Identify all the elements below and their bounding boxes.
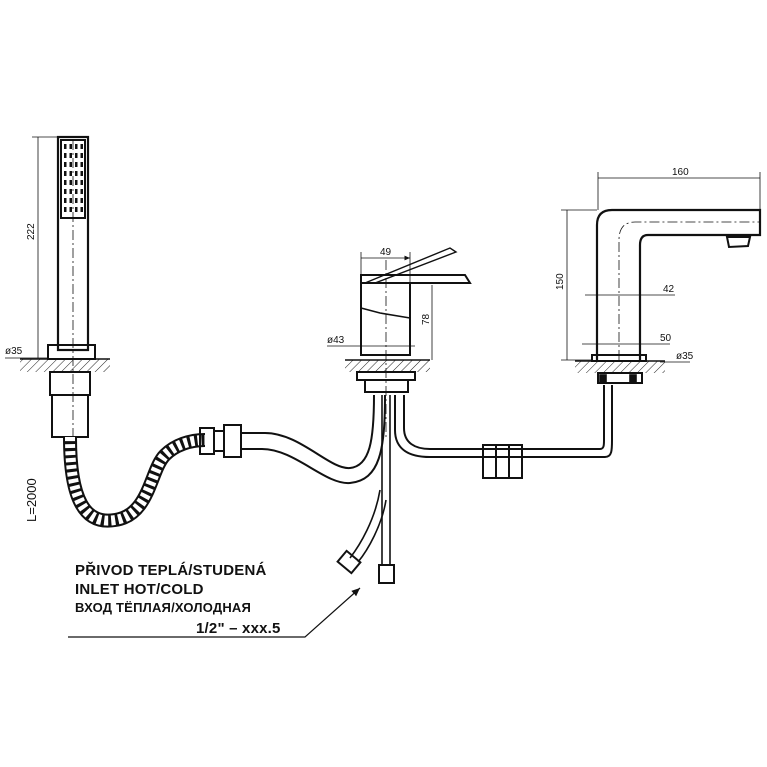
inlet-note-line-ru: ВХОД ТЁПЛАЯ/ХОЛОДНАЯ bbox=[75, 600, 251, 615]
nozzle-dot bbox=[69, 198, 72, 203]
nozzle-dot bbox=[64, 207, 67, 212]
nozzle-dot bbox=[75, 171, 78, 176]
nozzle-dot bbox=[75, 207, 78, 212]
nozzle-dot bbox=[69, 153, 72, 158]
nozzle-dot bbox=[75, 153, 78, 158]
dim-dia43: ø43 bbox=[327, 335, 345, 346]
nozzle-dot bbox=[69, 144, 72, 149]
nozzle-dot bbox=[80, 162, 83, 167]
nozzle-dot bbox=[64, 189, 67, 194]
nozzle-dot bbox=[75, 180, 78, 185]
dim-dia35-shower: ø35 bbox=[5, 346, 23, 357]
dim-49: 49 bbox=[380, 247, 392, 258]
supply-pipes bbox=[336, 385, 613, 584]
nozzle-dot bbox=[80, 198, 83, 203]
dim-150: 150 bbox=[555, 273, 566, 290]
nozzle-dot bbox=[69, 207, 72, 212]
dim-dia35-spout: ø35 bbox=[676, 351, 694, 362]
inlet-leader bbox=[68, 587, 361, 638]
nozzle-dot bbox=[80, 180, 83, 185]
mixer-body bbox=[327, 247, 472, 440]
nozzle-dot bbox=[64, 171, 67, 176]
dim-160: 160 bbox=[672, 167, 689, 178]
nozzle-dot bbox=[75, 144, 78, 149]
spout bbox=[561, 172, 762, 384]
nozzle-dot bbox=[75, 198, 78, 203]
dim-50: 50 bbox=[660, 333, 672, 344]
nozzle-dot bbox=[80, 189, 83, 194]
nozzle-dot bbox=[64, 153, 67, 158]
nozzle-dot bbox=[64, 162, 67, 167]
nozzle-dot bbox=[80, 171, 83, 176]
nozzle-dot bbox=[80, 207, 83, 212]
nozzle-dot bbox=[69, 162, 72, 167]
inlet-note-line-cz: PŘIVOD TEPLÁ/STUDENÁ bbox=[75, 561, 267, 579]
dim-222: 222 bbox=[26, 223, 37, 240]
inlet-thread-size: 1/2" – xxx.5 bbox=[196, 620, 281, 637]
hand-shower bbox=[5, 135, 110, 440]
dim-42: 42 bbox=[663, 284, 675, 295]
flexible-hose bbox=[63, 394, 386, 528]
nozzle-dot bbox=[69, 189, 72, 194]
nozzle-dot bbox=[80, 144, 83, 149]
inlet-note-line-en: INLET HOT/COLD bbox=[75, 581, 204, 598]
nozzle-dot bbox=[64, 198, 67, 203]
nozzle-dot bbox=[69, 180, 72, 185]
nozzle-dot bbox=[69, 171, 72, 176]
hose-length-label: L=2000 bbox=[24, 478, 39, 522]
nozzle-dot bbox=[80, 153, 83, 158]
dim-78: 78 bbox=[421, 313, 432, 325]
nozzle-dot bbox=[75, 162, 78, 167]
nozzle-dot bbox=[64, 180, 67, 185]
nozzle-dot bbox=[64, 144, 67, 149]
nozzle-dot bbox=[75, 189, 78, 194]
